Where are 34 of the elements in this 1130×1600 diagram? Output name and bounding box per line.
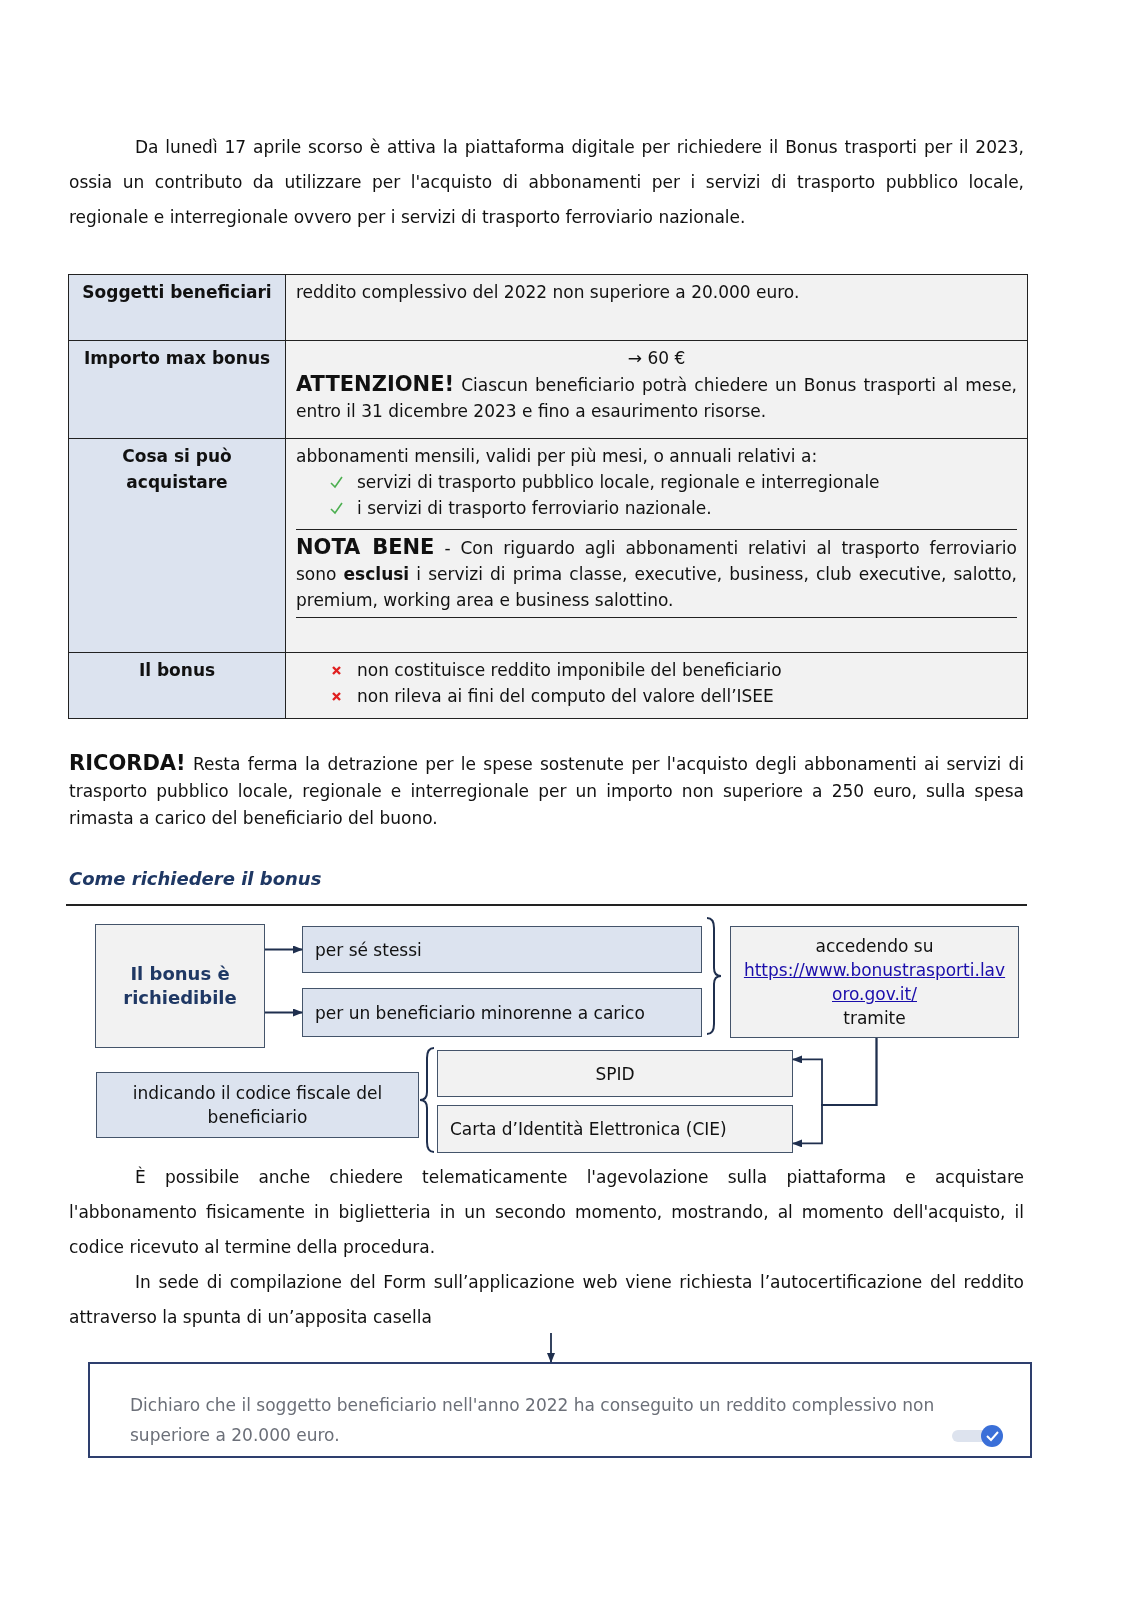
- paragraph: RICORDA! Resta ferma la detrazione per le spese sostenute per l'acquisto degli abbonamenti ai servizi di trasporto pubblico locale, regionale e interregionale per un importo non superiore a 250 euro, sulla spesa rimasta a carico del beneficiario del buono.: [69, 750, 1024, 830]
- arrow: [264, 1008, 303, 1017]
- note-box: indicando il codice fiscale del beneficiario: [96, 1072, 419, 1138]
- bullet-item: non rileva ai fini del computo del valore dell’ISEE: [357, 685, 774, 708]
- paragraph: È possibile anche chiedere telematicamente l'agevolazione sulla piattaforma e acquistare l'abbonamento fisicamente in biglietteria in un secondo momento, mostrando, al momento dell'acquisto, il codice ricevuto al termine della procedura.: [69, 1165, 1024, 1259]
- warning-paragraph: ATTENZIONE! Ciascun beneficiario potrà chiedere un Bonus trasporti al mese, entro il 31 dicembre 2023 e fino a esaurimento risorse.: [296, 371, 1017, 423]
- row-header: Cosa si può acquistare: [68, 438, 286, 653]
- access-box: [730, 926, 1019, 1038]
- row-header: Soggetti beneficiari: [68, 274, 286, 341]
- arrow: [547, 1332, 555, 1363]
- paragraph: In sede di compilazione del Form sull’applicazione web viene richiesta l’autocertificazione del reddito attraverso la spunta di un’apposita casella: [69, 1265, 1024, 1333]
- option-box: per sé stessi: [302, 926, 702, 973]
- section-heading: Come richiedere il bonus: [69, 868, 323, 889]
- box-text: accedendo su: [815, 935, 934, 958]
- row-header: Il bonus: [68, 652, 286, 719]
- label-box: Il bonus è richiedibile: [95, 924, 265, 1048]
- amount-text: → 60 €: [626, 347, 687, 370]
- cell-text: abbonamenti mensili, validi per più mesi, o annuali relativi a:: [296, 445, 819, 468]
- form-field: [88, 1362, 1032, 1458]
- option-box: Carta d’Identità Elettronica (CIE): [437, 1105, 793, 1153]
- note-paragraph: NOTA BENE - Con riguardo agli abbonamenti relativi al trasporto ferroviario sono esclusi i servizi di prima classe, executive, business, club executive, salotto, premium, working area e business salottino.: [296, 529, 1017, 618]
- url-link: https://www.bonustrasporti.lavoro.gov.it/: [743, 959, 1006, 1006]
- bullet-item: non costituisce reddito imponibile del beneficiario: [357, 659, 782, 682]
- box-text: tramite: [843, 1007, 906, 1030]
- bullet-item: servizi di trasporto pubblico locale, regionale e interregionale: [357, 471, 880, 494]
- option-box: per un beneficiario minorenne a carico: [302, 988, 702, 1037]
- declaration-text: Dichiaro che il soggetto beneficiario nell'anno 2022 ha conseguito un reddito complessivo non superiore a 20.000 euro.: [130, 1394, 936, 1447]
- row-header: Importo max bonus: [68, 340, 286, 439]
- bullet-item: i servizi di trasporto ferroviario nazionale.: [357, 497, 712, 520]
- paragraph: Da lunedì 17 aprile scorso è attiva la piattaforma digitale per richiedere il Bonus trasporti per il 2023, ossia un contributo da utilizzare per l'acquisto di abbonamenti per i servizi di trasporto pubblico locale, regionale e interregionale ovvero per i servizi di trasporto ferroviario nazionale.: [69, 136, 1024, 229]
- option-box: SPID: [437, 1050, 793, 1097]
- cell-text: reddito complessivo del 2022 non superiore a 20.000 euro.: [296, 281, 801, 304]
- arrow: [792, 1037, 878, 1148]
- arrow: [264, 945, 303, 954]
